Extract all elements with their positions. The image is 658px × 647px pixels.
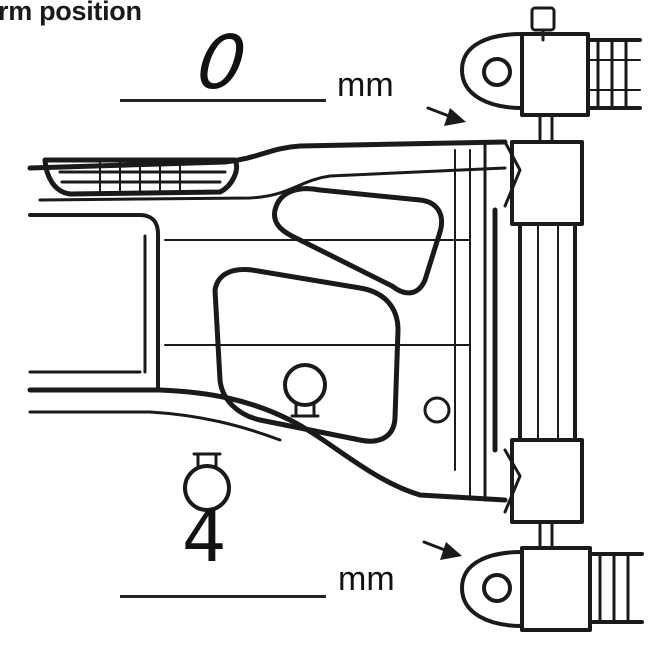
top-underline	[120, 99, 326, 102]
figure-title: rm position	[0, 0, 142, 26]
ball-joint-lower	[183, 452, 231, 512]
spindle	[503, 113, 584, 550]
ribbed-pad	[42, 157, 239, 197]
bottom-clevis-bracket	[460, 546, 644, 632]
bottom-arrow-icon	[422, 540, 462, 560]
bottom-measurement-unit: mm	[338, 560, 395, 598]
small-hole	[423, 396, 451, 424]
arm-body	[27, 139, 508, 503]
ball-joint-upper	[283, 363, 327, 418]
top-clevis-bracket	[460, 32, 642, 117]
top-measurement-unit: mm	[337, 66, 394, 104]
lower-window	[212, 267, 401, 444]
bottom-measurement-value: 4	[182, 496, 227, 578]
top-arrow-icon	[426, 106, 466, 126]
upper-window	[271, 186, 445, 296]
bottom-underline	[120, 595, 326, 598]
